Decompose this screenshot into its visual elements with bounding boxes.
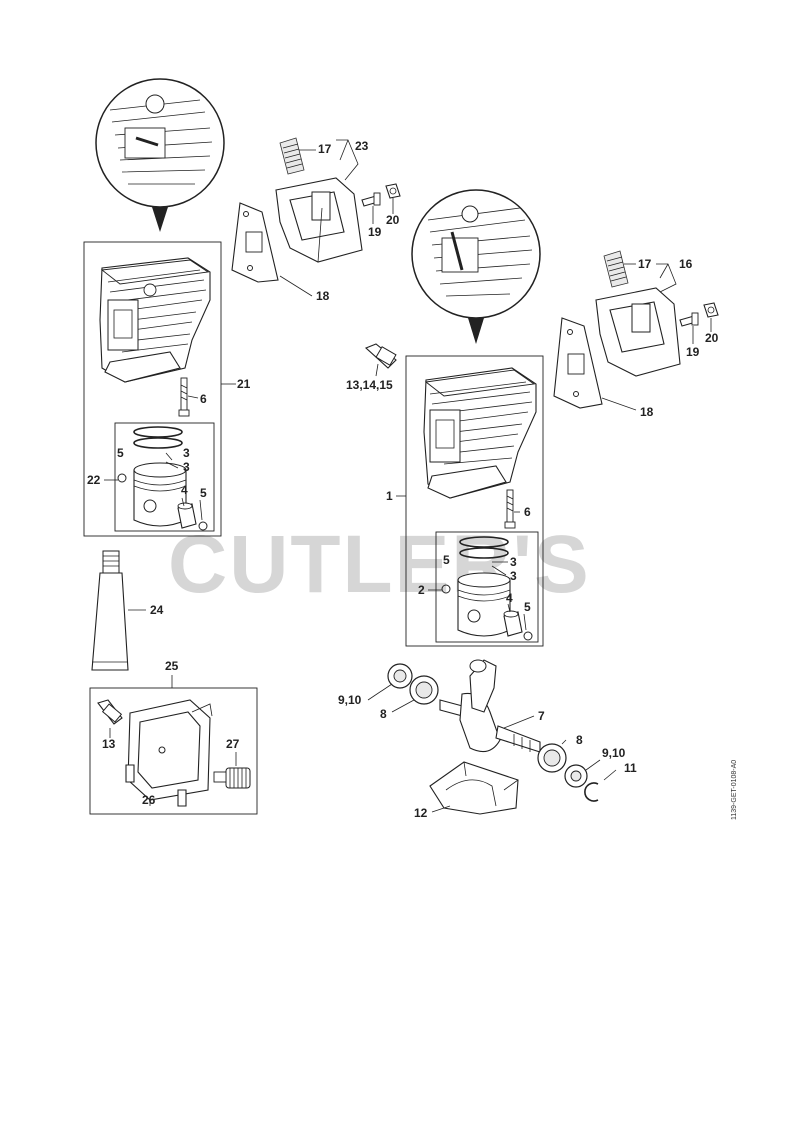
label-12: 12 bbox=[414, 806, 428, 820]
label-1: 1 bbox=[386, 489, 393, 503]
gasket-18-top bbox=[231, 202, 279, 283]
crankshaft-7 bbox=[439, 659, 541, 753]
screw-19-right bbox=[679, 312, 699, 327]
label-3-left-b: 3 bbox=[183, 460, 190, 474]
label-4-left: 4 bbox=[181, 483, 188, 497]
document-id: 1139-GET-0108-A0 bbox=[731, 760, 738, 820]
piston-rings-left bbox=[133, 426, 183, 449]
screw-6-left bbox=[178, 377, 190, 417]
air-filter-26 bbox=[125, 699, 213, 807]
label-8-left: 8 bbox=[380, 707, 387, 721]
label-19-top: 19 bbox=[368, 225, 382, 239]
label-18-top: 18 bbox=[316, 289, 330, 303]
fuel-filter-27 bbox=[213, 752, 251, 789]
piston-left bbox=[133, 462, 187, 527]
cylinder-left bbox=[99, 257, 211, 383]
label-3-right-b: 3 bbox=[510, 569, 517, 583]
screw-6-right bbox=[504, 489, 516, 529]
label-13: 13 bbox=[102, 737, 116, 751]
label-11: 11 bbox=[624, 761, 637, 775]
leader-lines-left bbox=[104, 139, 394, 521]
circlip-left-b bbox=[198, 521, 208, 531]
washer-20-top bbox=[385, 183, 401, 199]
label-19-right: 19 bbox=[686, 345, 700, 359]
label-22: 22 bbox=[87, 473, 101, 487]
crankcase-12 bbox=[429, 761, 519, 815]
spark-plug-13 bbox=[97, 699, 123, 738]
label-5-right-a: 5 bbox=[443, 553, 450, 567]
heat-shield-17-top bbox=[279, 137, 305, 175]
label-20-top: 20 bbox=[386, 213, 400, 227]
label-8-right: 8 bbox=[576, 733, 583, 747]
label-17-top: 17 bbox=[318, 142, 332, 156]
piston-kit-box-right bbox=[435, 531, 539, 643]
leader-lines-right bbox=[367, 263, 712, 813]
label-16: 16 bbox=[679, 257, 693, 271]
label-6-left: 6 bbox=[200, 392, 207, 406]
watermark-text: CUTLER'S bbox=[168, 519, 591, 610]
label-3-left-a: 3 bbox=[183, 446, 190, 460]
label-13-14-15: 13,14,15 bbox=[346, 378, 393, 392]
bearing-8-right bbox=[537, 743, 567, 773]
part-labels: 17 23 20 19 18 21 6 5 3 3 22 4 5 24 25 1… bbox=[87, 139, 719, 820]
label-2: 2 bbox=[418, 583, 425, 597]
label-6-right: 6 bbox=[524, 505, 531, 519]
piston-rings-right bbox=[459, 536, 509, 559]
label-4-right: 4 bbox=[506, 591, 513, 605]
grease-tube-24 bbox=[91, 550, 146, 671]
cylinder-kit-box-left bbox=[83, 241, 222, 537]
circlip-right-a bbox=[441, 584, 451, 594]
heat-shield-17-right bbox=[603, 250, 629, 288]
label-26: 26 bbox=[142, 793, 156, 807]
label-18-right: 18 bbox=[640, 405, 654, 419]
label-17-right: 17 bbox=[638, 257, 652, 271]
label-5-right-b: 5 bbox=[524, 600, 531, 614]
label-27: 27 bbox=[226, 737, 240, 751]
gasket-18-right bbox=[553, 317, 603, 409]
air-filter-kit-box bbox=[89, 687, 258, 815]
label-9-10-right: 9,10 bbox=[602, 746, 626, 760]
muffler-23-top bbox=[275, 177, 363, 263]
detail-magnifier-right bbox=[411, 189, 541, 344]
label-5-left-a: 5 bbox=[117, 446, 124, 460]
detail-magnifier-left bbox=[95, 78, 225, 232]
label-25: 25 bbox=[165, 659, 179, 673]
label-23: 23 bbox=[355, 139, 369, 153]
label-7: 7 bbox=[538, 709, 545, 723]
piston-pin-right bbox=[503, 610, 523, 637]
seal-9-10-right bbox=[564, 764, 588, 788]
washer-20-right bbox=[703, 302, 719, 318]
label-9-10-left: 9,10 bbox=[338, 693, 362, 707]
muffler-16-right bbox=[595, 287, 681, 377]
seal-9-10-left bbox=[387, 663, 413, 689]
piston-right bbox=[457, 572, 511, 637]
label-5-left-b: 5 bbox=[200, 486, 207, 500]
piston-kit-box-left bbox=[114, 422, 215, 532]
circlip-11 bbox=[584, 782, 599, 802]
decompression-valve-13-14-15 bbox=[364, 343, 397, 369]
label-20-right: 20 bbox=[705, 331, 719, 345]
screw-19-top bbox=[361, 192, 381, 207]
piston-pin-left bbox=[177, 502, 197, 529]
cylinder-right bbox=[423, 367, 537, 499]
cylinder-kit-box-right bbox=[405, 355, 544, 647]
bearing-8-left bbox=[409, 675, 439, 705]
circlip-right-b bbox=[523, 631, 533, 641]
circlip-left-a bbox=[117, 473, 127, 483]
label-24: 24 bbox=[150, 603, 164, 617]
label-3-right-a: 3 bbox=[510, 555, 517, 569]
label-21: 21 bbox=[237, 377, 251, 391]
